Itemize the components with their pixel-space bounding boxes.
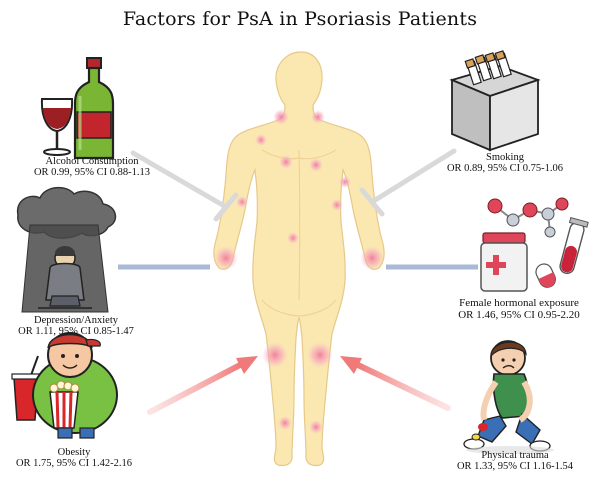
hormonal-label: Female hormonal exposure OR 1.46, 95% CI… xyxy=(440,297,598,321)
lesion-back-right xyxy=(309,158,323,172)
lesion-shoulder xyxy=(255,134,267,146)
smoking-stat: OR 0.89, 95% CI 0.75-1.06 xyxy=(446,163,564,174)
injured-child-icon xyxy=(463,340,554,454)
smoking-name: Smoking xyxy=(486,152,524,163)
trauma-stat: OR 1.33, 95% CI 1.16-1.54 xyxy=(456,461,574,472)
lesion-knee-right xyxy=(307,342,333,368)
lesion-back-upper xyxy=(279,155,293,169)
obese-boy-popcorn-icon xyxy=(11,332,118,439)
alcohol-name: Alcohol Consumption xyxy=(45,156,139,167)
hormonal-name: Female hormonal exposure xyxy=(459,297,579,309)
lesion-ankle-right xyxy=(309,420,323,434)
lesion-elbow-right xyxy=(339,176,351,188)
human-body xyxy=(213,51,385,467)
lesion-hand-left xyxy=(214,246,238,270)
obesity-stat: OR 1.75, 95% CI 1.42-2.16 xyxy=(15,458,133,469)
hormonal-stat: OR 1.46, 95% CI 0.95-2.20 xyxy=(458,309,580,321)
lesion-elbow-left xyxy=(236,196,248,208)
lesion-back-lower xyxy=(331,199,343,211)
diagram-title: Factors for PsA in Psoriasis Patients xyxy=(122,8,478,30)
lesion-hand-right xyxy=(360,246,384,270)
lesion-neck-left xyxy=(273,109,289,125)
lesions xyxy=(214,109,384,434)
depression-stat: OR 1.11, 95% CI 0.85-1.47 xyxy=(18,326,134,337)
cigarette-pack-icon xyxy=(449,50,541,152)
smoking-label: Smoking OR 0.89, 95% CI 0.75-1.06 xyxy=(435,152,575,174)
trauma-label: Physical trauma OR 1.33, 95% CI 1.16-1.5… xyxy=(440,450,590,472)
lesion-knee-left xyxy=(262,342,288,368)
trauma-arrow xyxy=(340,356,451,411)
lesion-neck-right xyxy=(311,110,325,124)
alcohol-stat: OR 0.99, 95% CI 0.88-1.13 xyxy=(33,167,151,178)
smoking-connector xyxy=(359,148,457,217)
depression-label: Depression/Anxiety OR 1.11, 95% CI 0.85-… xyxy=(6,315,146,337)
sad-person-cloud-icon xyxy=(16,186,117,313)
spine-line xyxy=(298,149,301,301)
depression-name: Depression/Anxiety xyxy=(34,315,118,326)
alcohol-connector xyxy=(130,150,239,222)
obesity-arrow xyxy=(147,356,258,415)
alcohol-label: Alcohol Consumption OR 0.99, 95% CI 0.88… xyxy=(12,156,172,178)
obesity-label: Obesity OR 1.75, 95% CI 1.42-2.16 xyxy=(0,447,148,469)
trauma-name: Physical trauma xyxy=(481,450,549,461)
lesion-lower-back xyxy=(287,232,299,244)
obesity-name: Obesity xyxy=(57,447,91,458)
hip-line xyxy=(261,299,337,317)
body-silhouette xyxy=(213,51,385,467)
wine-bottle-icon xyxy=(40,57,115,160)
lesion-ankle-left xyxy=(278,416,292,430)
shoulder-line xyxy=(261,149,337,160)
hormone-medication-icon xyxy=(480,197,589,292)
